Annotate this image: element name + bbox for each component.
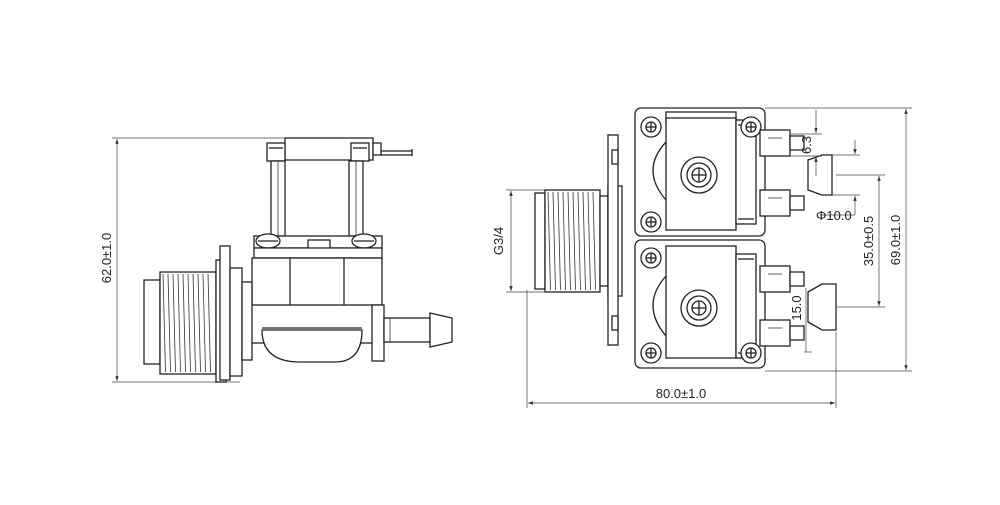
thread-line <box>567 191 571 291</box>
thread-line <box>202 273 206 373</box>
side-view: 62.0±1.0 <box>99 137 453 383</box>
side-height-label: 62.0±1.0 <box>99 233 114 284</box>
thread-line <box>177 273 181 373</box>
side-valve-body <box>243 257 385 363</box>
outlet-offset-dimension: 15.0 <box>789 288 812 353</box>
thread-line <box>182 273 186 373</box>
thread-line <box>167 273 171 373</box>
total-height-label: 69.0±1.0 <box>888 215 903 266</box>
thread-line <box>572 191 576 291</box>
bottom-solenoid <box>634 239 837 369</box>
top-solenoid <box>634 107 833 237</box>
thread-line <box>197 273 201 373</box>
thread-line <box>172 273 176 373</box>
width-dimension: 80.0±1.0 <box>526 290 837 408</box>
width-label: 80.0±1.0 <box>656 386 707 401</box>
thread-line <box>557 191 561 291</box>
outlet-offset-label: 15.0 <box>789 295 804 320</box>
thread-line <box>592 191 596 291</box>
thread-line <box>582 191 586 291</box>
total-height-dimension: 69.0±1.0 <box>765 107 912 372</box>
thread-line <box>192 273 196 373</box>
hose-diameter-label: Φ10.0 <box>816 208 852 223</box>
hose-diameter-dimension: Φ10.0 <box>816 140 860 223</box>
thread-dimension: G3/4 <box>491 189 546 293</box>
thread-line <box>547 191 551 291</box>
thread-line <box>187 273 191 373</box>
thread-line <box>587 191 591 291</box>
front-threaded-inlet <box>534 134 623 346</box>
side-threaded-inlet <box>143 245 253 383</box>
thread-line <box>562 191 566 291</box>
thread-line <box>552 191 556 291</box>
thread-line <box>162 273 166 373</box>
thread-line <box>207 273 211 373</box>
side-hose-barb <box>383 312 453 348</box>
terminal-dimension: 6.3 <box>790 110 822 176</box>
thread-label: G3/4 <box>491 227 506 255</box>
side-bracket <box>253 233 383 259</box>
terminal-dim-label: 6.3 <box>799 136 814 154</box>
thread-line <box>577 191 581 291</box>
coil-housing <box>266 137 413 237</box>
outlet-pitch-label: 35.0±0.5 <box>861 216 876 267</box>
front-view: G3/4 <box>491 107 912 408</box>
outlet-pitch-dimension: 35.0±0.5 <box>836 174 885 308</box>
